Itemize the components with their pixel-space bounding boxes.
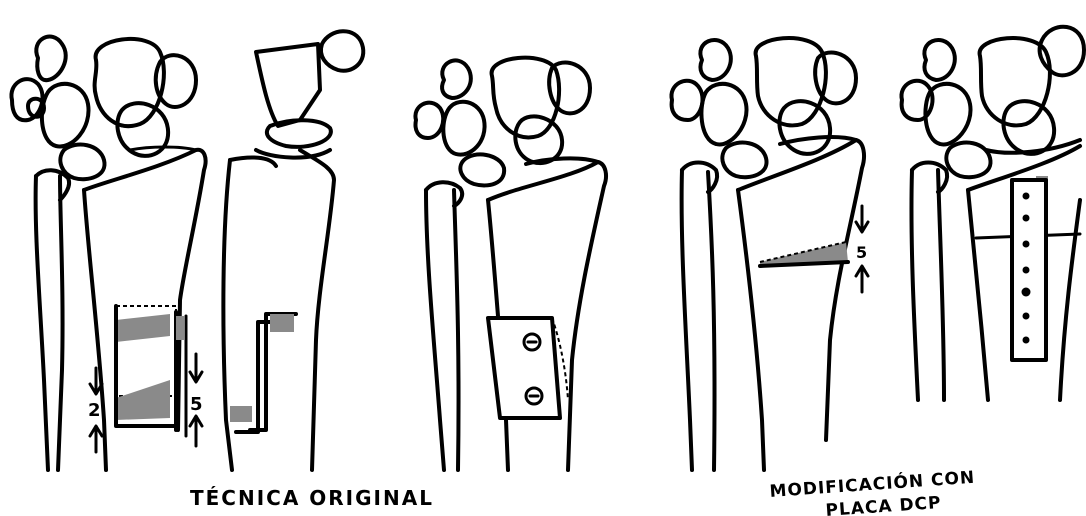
measure-label-2: 2 xyxy=(88,400,101,421)
carpal-bones xyxy=(901,27,1084,177)
figure-4-modified-pa: 5 xyxy=(671,38,868,470)
measure-label-5-mod: 5 xyxy=(856,243,867,262)
figure-2-original-lateral xyxy=(223,31,363,470)
figure-1-original-pa: 2 5 xyxy=(11,37,205,470)
measure-label-5: 5 xyxy=(190,394,203,415)
osteotomy-wedge xyxy=(116,306,186,436)
figure-3-plate-fixation xyxy=(415,58,606,470)
caption-modification-line1: MODIFICACIÓN CON xyxy=(769,466,976,502)
carpal-bones xyxy=(415,58,590,186)
caption-original-technique: TÉCNICA ORIGINAL xyxy=(190,486,434,510)
radius-and-ulna xyxy=(36,147,206,470)
carpal-bones xyxy=(11,37,196,180)
figure-5-dcp-plate xyxy=(901,27,1084,400)
